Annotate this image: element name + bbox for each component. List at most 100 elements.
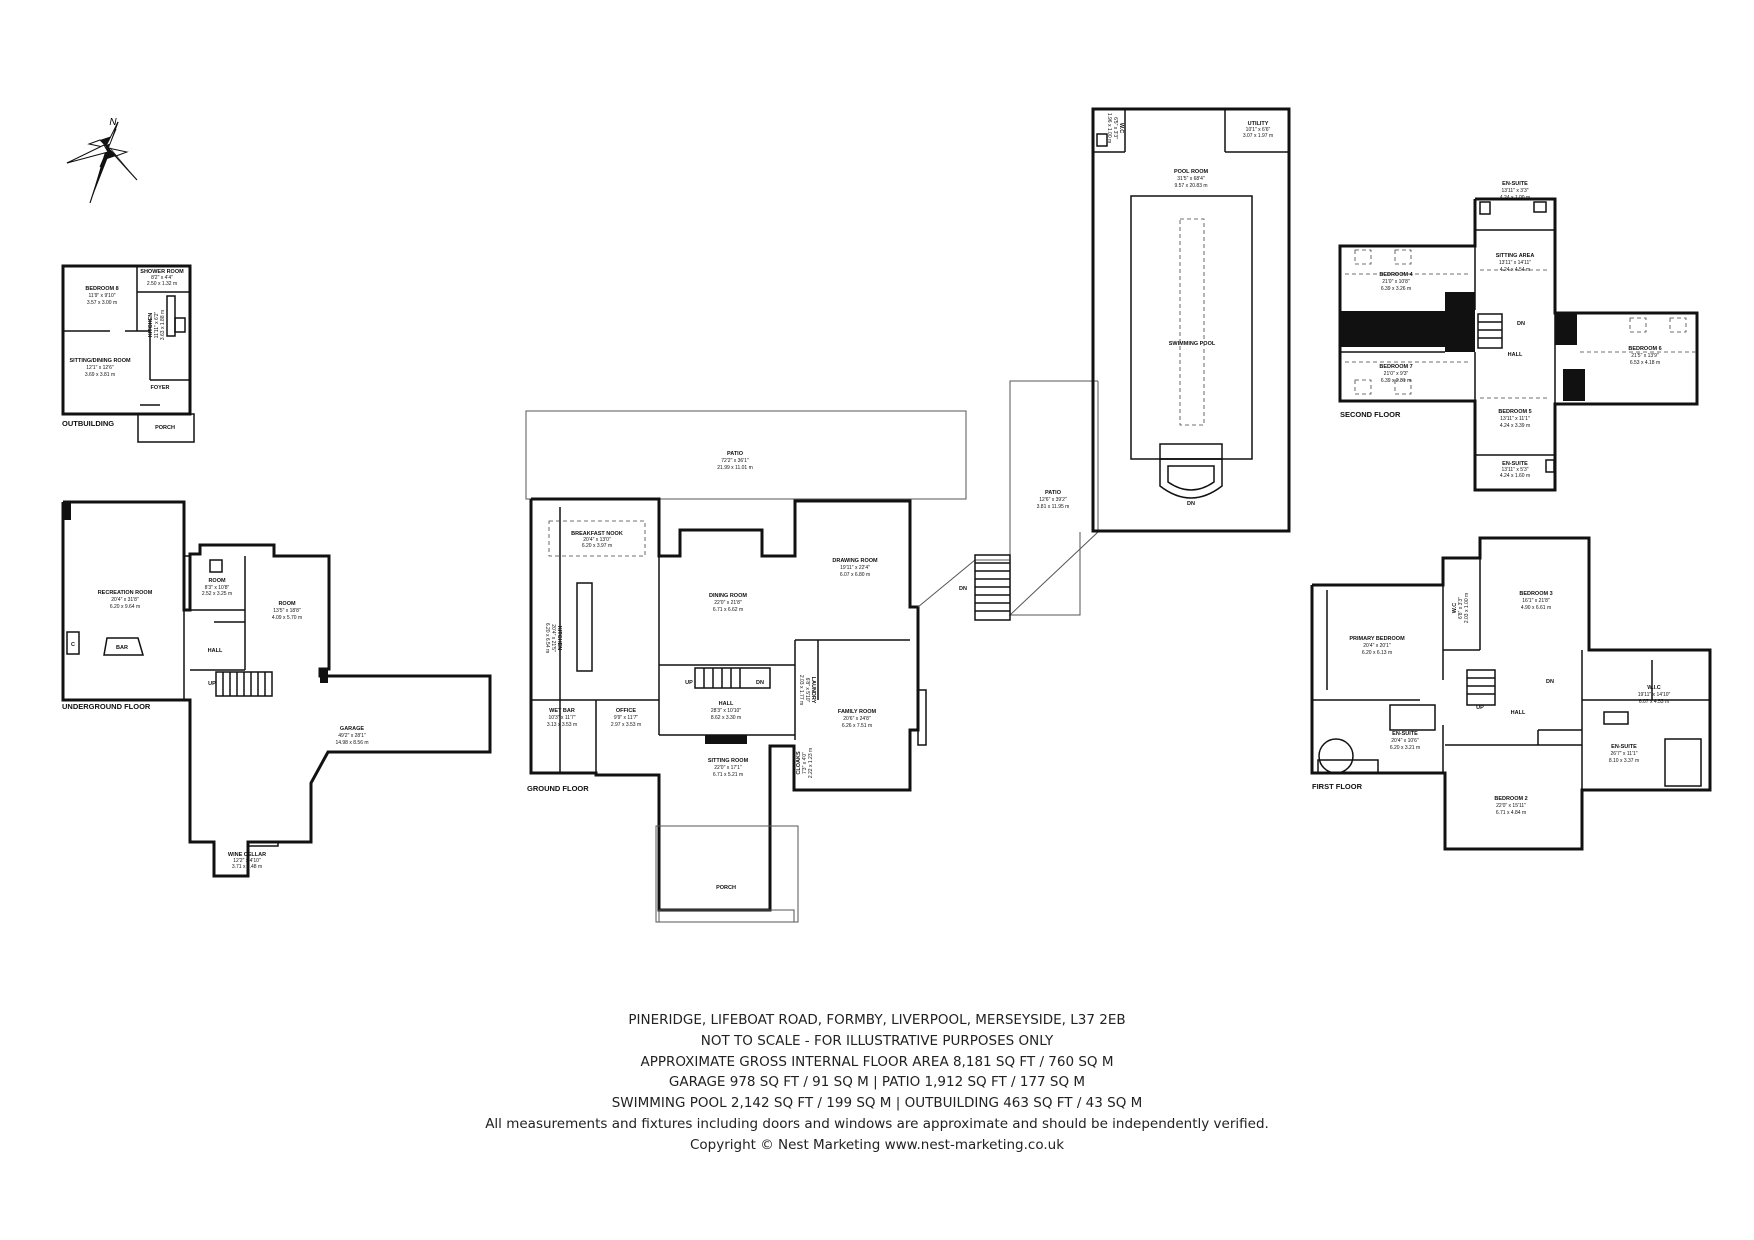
room-bar-label: BAR bbox=[116, 645, 128, 651]
room-bedroom4-metric: 6.39 x 3.26 m bbox=[1381, 286, 1411, 292]
room-primary-label: PRIMARY BEDROOM bbox=[1349, 636, 1405, 642]
room-wic-label: W.I.C bbox=[1647, 685, 1660, 691]
underground-plan bbox=[61, 500, 492, 878]
room-small-metric: 2.52 x 3.25 m bbox=[202, 591, 232, 597]
room-family-label: FAMILY ROOM bbox=[838, 709, 877, 715]
room-pool-room-label: POOL ROOM bbox=[1174, 169, 1209, 175]
room-wet-bar-imperial: 10'3" x 11'7" bbox=[548, 715, 575, 721]
room-foyer-label: FOYER bbox=[151, 385, 170, 391]
floor-label-first: FIRST FLOOR bbox=[1312, 782, 1363, 791]
room-sitting-dining-imperial: 12'1" x 12'6" bbox=[86, 365, 114, 371]
room-hall-ground-label: HALL bbox=[719, 701, 734, 707]
room-kitchen-imperial: 20'4" x 21'5" bbox=[550, 624, 556, 652]
room-bedroom3-metric: 4.90 x 6.61 m bbox=[1521, 605, 1551, 611]
room-wine-cellar-metric: 3.71 x 1.48 m bbox=[232, 864, 262, 870]
room-patio-side-label: PATIO bbox=[1045, 490, 1062, 496]
room-kitchen-out-label: KITCHEN bbox=[148, 313, 154, 337]
room-patio-side-imperial: 12'6" x 39'2" bbox=[1039, 497, 1067, 503]
room-ensuite-primary-label: EN-SUITE bbox=[1392, 731, 1418, 737]
room-dn-first-label: DN bbox=[1546, 679, 1554, 685]
room-bedroom6-metric: 6.53 x 4.18 m bbox=[1630, 360, 1660, 366]
floor-label-outbuilding: OUTBUILDING bbox=[62, 419, 114, 428]
room-bedroom4-imperial: 21'0" x 10'8" bbox=[1382, 279, 1410, 285]
room-ensuite-primary-metric: 6.20 x 3.21 m bbox=[1390, 745, 1420, 751]
room-wet-bar-label: WET BAR bbox=[549, 708, 575, 714]
room-cloaks-label: CLOAKS bbox=[796, 751, 802, 775]
room-bedroom6-label: BEDROOM 6 bbox=[1628, 346, 1661, 352]
footer-garage-patio: GARAGE 978 SQ FT / 91 SQ M | PATIO 1,912… bbox=[668, 1074, 1086, 1091]
room-up-ground-label: UP bbox=[685, 680, 693, 686]
room-dn-patio-label: DN bbox=[959, 586, 967, 592]
room-bedroom2-imperial: 22'0" x 15'11" bbox=[1496, 803, 1526, 809]
room-garage-metric: 14.98 x 8.56 m bbox=[335, 740, 368, 746]
room-sitting-area-metric: 4.24 x 4.54 m bbox=[1500, 267, 1530, 273]
room-sitting-dining-label: SITTING/DINING ROOM bbox=[69, 358, 131, 364]
room-breakfast-nook-metric: 6.20 x 3.97 m bbox=[582, 543, 612, 549]
room-porch-out-label: PORCH bbox=[155, 425, 175, 431]
room-shower-label: SHOWER ROOM bbox=[140, 269, 184, 275]
room-cloaks-metric: 2.22 x 1.23 m bbox=[808, 748, 814, 778]
room-dn-second-label: DN bbox=[1517, 321, 1525, 327]
room-large-metric: 4.09 x 5.70 m bbox=[272, 615, 302, 621]
room-wet-bar-metric: 3.13 x 3.53 m bbox=[547, 722, 577, 728]
room-wc-first-label: W.C bbox=[1452, 603, 1458, 613]
room-dn-ground-label: DN bbox=[756, 680, 764, 686]
room-wc-pool-label: W.C bbox=[1118, 123, 1124, 133]
room-family-metric: 6.26 x 7.51 m bbox=[842, 723, 872, 729]
room-ensuite-top-metric: 4.24 x 1.00 m bbox=[1500, 195, 1530, 201]
room-wine-cellar-imperial: 12'2" x 4'10" bbox=[233, 858, 261, 864]
room-hall-first-label: HALL bbox=[1511, 710, 1526, 716]
room-large-label: ROOM bbox=[278, 601, 296, 607]
room-wic-imperial: 19'11" x 14'10" bbox=[1638, 692, 1671, 698]
room-ensuite-primary-imperial: 20'4" x 10'6" bbox=[1391, 738, 1419, 744]
room-bedroom6-imperial: 21'5" x 13'9" bbox=[1631, 353, 1659, 359]
room-wic-metric: 6.07 x 4.53 m bbox=[1639, 699, 1669, 705]
room-up-under-label: UP bbox=[208, 681, 216, 687]
room-office-imperial: 9'9" x 11'7" bbox=[614, 715, 638, 721]
room-primary-imperial: 20'4" x 20'1" bbox=[1363, 643, 1391, 649]
room-bedroom5-label: BEDROOM 5 bbox=[1498, 409, 1531, 415]
second-floor-plan bbox=[1338, 197, 1699, 492]
room-laundry-metric: 2.03 x 1.77 m bbox=[798, 675, 804, 705]
room-porch-ground-label: PORCH bbox=[716, 885, 736, 891]
room-kitchen-label: KITCHEN bbox=[556, 626, 562, 650]
room-breakfast-nook-imperial: 20'4" x 13'0" bbox=[583, 537, 611, 543]
footer: PINERIDGE, LIFEBOAT ROAD, FORMBY, LIVERP… bbox=[377, 1010, 1377, 1156]
room-sitting-metric: 6.71 x 5.21 m bbox=[713, 772, 743, 778]
room-hall-second-label: HALL bbox=[1508, 352, 1523, 358]
room-patio-side-metric: 3.81 x 11.95 m bbox=[1037, 504, 1070, 510]
room-bedroom3-imperial: 16'1" x 21'8" bbox=[1522, 598, 1550, 604]
room-kitchen-out-metric: 3.63 x 1.88 m bbox=[160, 310, 166, 340]
room-ensuite-b5-metric: 4.24 x 1.60 m bbox=[1500, 473, 1530, 479]
room-bedroom2-label: BEDROOM 2 bbox=[1494, 796, 1527, 802]
room-bedroom4-label: BEDROOM 4 bbox=[1379, 272, 1413, 278]
room-patio-main-imperial: 72'2" x 36'1" bbox=[721, 458, 749, 464]
room-large-imperial: 13'5" x 18'8" bbox=[273, 608, 301, 614]
room-dining-metric: 6.71 x 6.62 m bbox=[713, 607, 743, 613]
room-bedroom3-label: BEDROOM 3 bbox=[1519, 591, 1552, 597]
room-garage-label: GARAGE bbox=[340, 726, 364, 732]
room-small-label: ROOM bbox=[208, 578, 226, 584]
room-bedroom5-imperial: 13'11" x 11'1" bbox=[1500, 416, 1530, 422]
room-sitting-area-imperial: 13'11" x 14'11" bbox=[1499, 260, 1531, 266]
room-bedroom8-metric: 3.57 x 3.00 m bbox=[87, 300, 117, 306]
floor-label-underground: UNDERGROUND FLOOR bbox=[62, 702, 151, 711]
room-drawing-imperial: 19'11" x 22'4" bbox=[840, 565, 870, 571]
room-shower-metric: 2.50 x 1.32 m bbox=[147, 281, 177, 287]
room-drawing-metric: 6.07 x 6.80 m bbox=[840, 572, 870, 578]
room-shower-imperial: 8'2" x 4'4" bbox=[151, 275, 173, 281]
room-utility-metric: 3.07 x 1.97 m bbox=[1243, 133, 1273, 139]
room-primary-metric: 6.20 x 6.13 m bbox=[1362, 650, 1392, 656]
room-sitting-area-label: SITTING AREA bbox=[1496, 253, 1535, 259]
room-swimming-pool-label: SWIMMING POOL bbox=[1169, 341, 1216, 347]
ground-floor-plan bbox=[525, 380, 1099, 923]
room-garage-imperial: 49'2" x 28'1" bbox=[338, 733, 366, 739]
room-kitchen-out-imperial: 11'11" x 6'2" bbox=[154, 311, 160, 338]
room-up-first-label: UP bbox=[1476, 705, 1484, 711]
room-office-label: OFFICE bbox=[616, 708, 636, 714]
room-ensuite-b5-label: EN-SUITE bbox=[1502, 461, 1528, 467]
compass-north-label: N bbox=[109, 117, 117, 128]
room-kitchen-metric: 6.20 x 6.54 m bbox=[544, 623, 550, 653]
room-utility-label: UTILITY bbox=[1248, 121, 1269, 127]
footer-disclaimer: All measurements and fixtures including … bbox=[485, 1115, 1269, 1132]
